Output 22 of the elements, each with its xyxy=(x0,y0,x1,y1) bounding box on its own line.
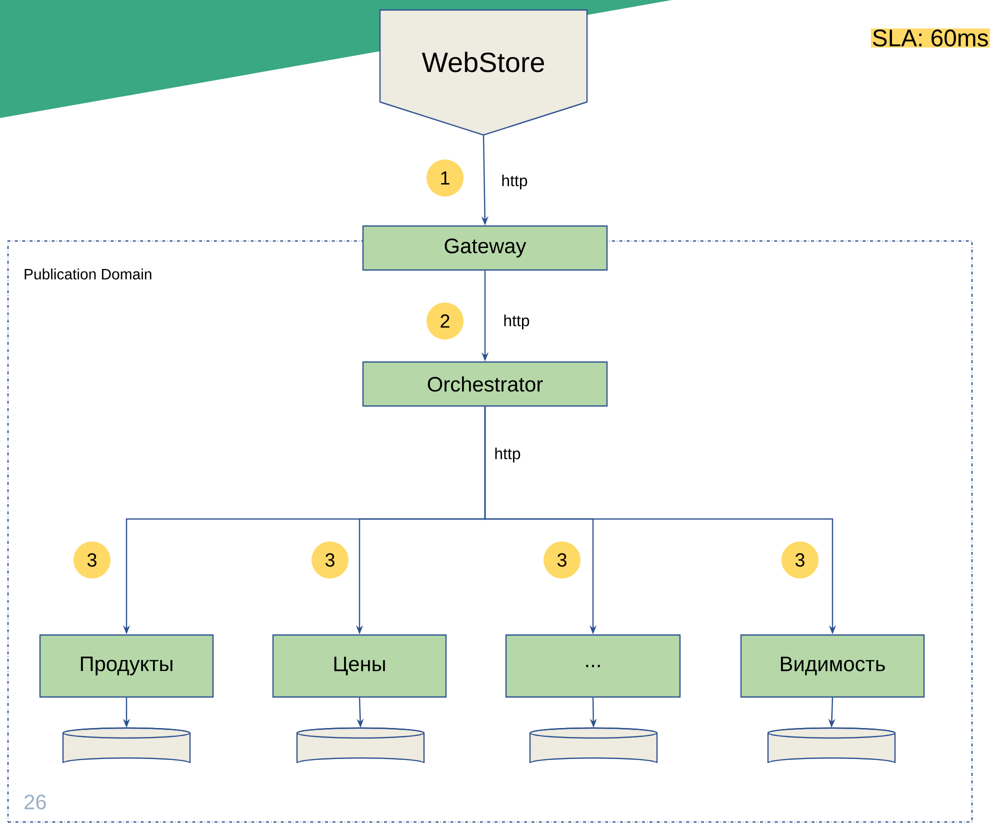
service-box: Видимость xyxy=(740,634,925,698)
service-box: ... xyxy=(505,634,681,698)
edge-label: http xyxy=(504,314,530,330)
callout-number: 3 xyxy=(544,542,580,578)
pentagon-box: WebStore xyxy=(379,9,588,136)
callout-number: 3 xyxy=(312,542,348,578)
service-box: Orchestrator xyxy=(362,361,608,407)
callout-number: 3 xyxy=(74,542,110,578)
sla-note: SLA: 60ms xyxy=(870,28,990,48)
service-box: Цены xyxy=(272,634,447,698)
service-box: Gateway xyxy=(362,225,608,271)
callout-number: 2 xyxy=(426,302,464,340)
edge-label: http xyxy=(502,174,528,190)
edge-label: http xyxy=(495,448,520,462)
service-box: Продукты xyxy=(39,634,214,698)
database-cylinder xyxy=(767,727,896,764)
database-cylinder xyxy=(62,727,191,764)
callout-number: 1 xyxy=(426,160,464,196)
page-number: 26 xyxy=(24,794,46,810)
database-cylinder xyxy=(529,727,658,764)
database-cylinder xyxy=(296,727,425,764)
callout-number: 3 xyxy=(782,542,818,578)
